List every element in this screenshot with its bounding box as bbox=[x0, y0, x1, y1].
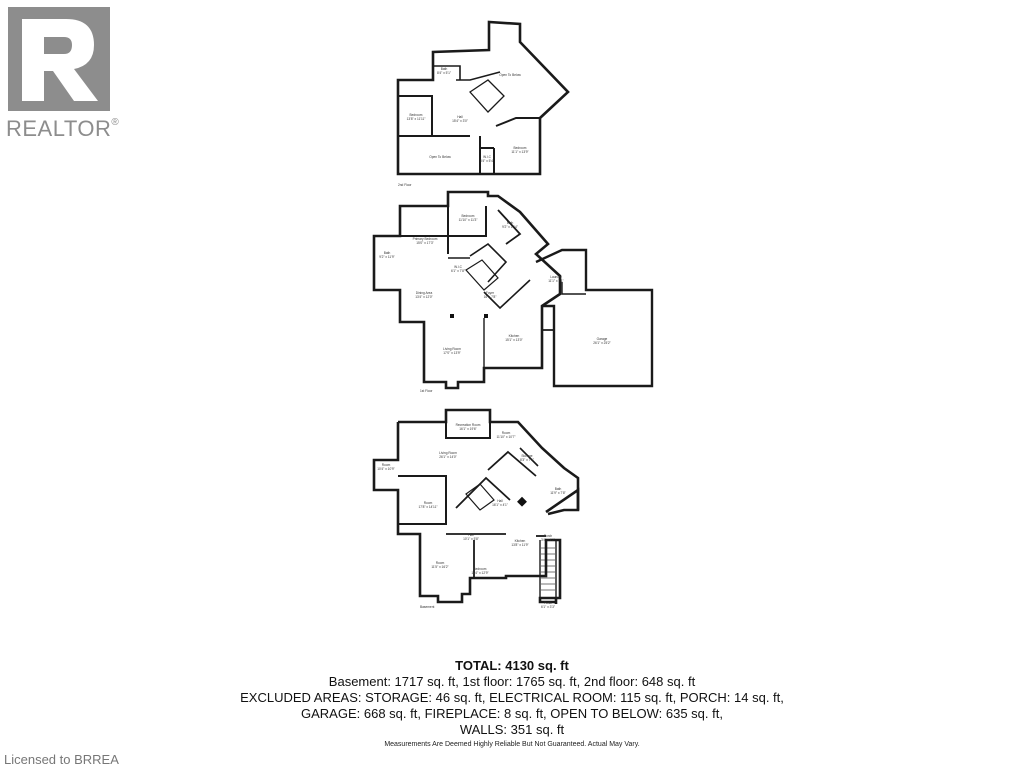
room-label: Living Room bbox=[443, 347, 461, 351]
room-label: Bedroom bbox=[462, 214, 475, 218]
room-label: Room bbox=[436, 561, 445, 565]
room-label: Bath bbox=[555, 487, 562, 491]
room-label: Room bbox=[424, 501, 433, 505]
realtor-logo: REALTOR® bbox=[6, 7, 122, 140]
room-dim: 5'4" x 5'4" bbox=[480, 159, 494, 163]
room-label: Room bbox=[382, 463, 391, 467]
room-dim: 6'1" x 3'3" bbox=[541, 605, 555, 609]
room-dim: 9'2" x 11'9" bbox=[379, 255, 394, 259]
room-dim: 13'8" x 11'9" bbox=[511, 543, 528, 547]
room-dim: 16'1" x 19'6" bbox=[459, 427, 476, 431]
room-label: Kitchen bbox=[509, 334, 520, 338]
total-area: TOTAL: 4130 sq. ft bbox=[455, 658, 569, 673]
wordmark-text: REALTOR bbox=[6, 116, 112, 141]
room-dim: 13'4" x 12'0" bbox=[415, 295, 432, 299]
room-dim: 8'4" x 5'1" bbox=[437, 71, 451, 75]
room-labels-second: Open To Below Bath 8'4" x 5'1" Bedroom 1… bbox=[407, 67, 529, 163]
room-label: Open To Below bbox=[429, 155, 451, 159]
room-label: Hall bbox=[497, 499, 503, 503]
room-label: Room bbox=[502, 431, 511, 435]
basement-label: Basement bbox=[420, 605, 434, 609]
room-label: Hall bbox=[457, 115, 463, 119]
room-dim: 9'2" x 10'4" bbox=[502, 225, 518, 229]
room-dim: 15'4" x 3'0" bbox=[452, 119, 468, 123]
room-dim: 15'1" x 13'0" bbox=[505, 338, 522, 342]
room-dim: 11'10" x 11'3" bbox=[459, 218, 478, 222]
room-label: Kitchen bbox=[515, 539, 526, 543]
room-label: Storage bbox=[521, 454, 532, 458]
room-dim: 11'10" x 10'7" bbox=[496, 435, 515, 439]
plan-first-floor bbox=[372, 190, 654, 390]
room-dim: 11'4" x 12'9" bbox=[471, 571, 488, 575]
room-label: Foyer bbox=[486, 291, 495, 295]
room-label: Recreation Room bbox=[456, 423, 481, 427]
room-labels-first: Bedroom 11'10" x 11'3" Bath 9'2" x 10'4"… bbox=[379, 214, 610, 355]
room-dim: 16' x 7'8" bbox=[484, 295, 497, 299]
second-floor-label: 2nd Floor bbox=[398, 183, 412, 187]
room-label: W.I.C bbox=[483, 155, 491, 159]
room-label: Bedroom bbox=[410, 113, 423, 117]
excluded-areas-2: GARAGE: 668 sq. ft, FIREPLACE: 8 sq. ft,… bbox=[301, 706, 723, 721]
room-label: Living Room bbox=[439, 451, 457, 455]
measurement-disclaimer: Measurements Are Deemed Highly Reliable … bbox=[384, 741, 640, 748]
realtor-r-mark bbox=[8, 7, 110, 111]
room-dim: 26'1" x 25'2" bbox=[593, 341, 610, 345]
room-dim: 13'8" x 11'11" bbox=[407, 117, 426, 121]
room-labels-basement: Recreation Room 16'1" x 19'6" Room 11'10… bbox=[377, 423, 565, 609]
realtor-wordmark: REALTOR® bbox=[6, 118, 119, 140]
room-label: Bedroom bbox=[514, 146, 527, 150]
room-label: W.I.C bbox=[454, 265, 462, 269]
room-dim: 10'4" x 10'9" bbox=[377, 467, 394, 471]
basement-stairs bbox=[541, 547, 555, 591]
room-dim: 3'4" x 4'2" bbox=[541, 538, 555, 542]
plan-basement bbox=[372, 408, 580, 604]
registered-mark: ® bbox=[111, 117, 120, 128]
room-dim: 11'1" x 13'9" bbox=[511, 150, 528, 154]
room-label: Dining Area bbox=[416, 291, 433, 295]
first-floor-label: 1st Floor bbox=[420, 389, 433, 393]
room-label: Bath bbox=[384, 251, 391, 255]
room-dim: 11'9" x 7'8" bbox=[550, 491, 565, 495]
room-dim: 11'5" x 16'2" bbox=[431, 565, 448, 569]
room-dim: 6'1" x 7'8" bbox=[451, 269, 465, 273]
room-dim: 17'8" x 14'11" bbox=[418, 505, 437, 509]
room-label: Bath bbox=[441, 67, 448, 71]
floor-areas: Basement: 1717 sq. ft, 1st floor: 1765 s… bbox=[328, 674, 696, 689]
room-dim: 15'0" x 17'3" bbox=[416, 241, 433, 245]
room-dim: 16'1" x 4'1" bbox=[492, 503, 508, 507]
excluded-areas-1: EXCLUDED AREAS: STORAGE: 46 sq. ft, ELEC… bbox=[240, 690, 784, 705]
room-dim: 8'3" x 7'1" bbox=[520, 458, 534, 462]
room-label: Open To Below bbox=[499, 73, 521, 77]
room-dim: 26'1" x 14'0" bbox=[439, 455, 456, 459]
area-summary: TOTAL: 4130 sq. ft Basement: 1717 sq. ft… bbox=[0, 658, 1024, 738]
room-label: Primary Bedroom bbox=[413, 237, 438, 241]
room-label: Porch bbox=[544, 534, 553, 538]
r-letter-icon bbox=[22, 19, 98, 101]
license-text: Licensed to BRREA bbox=[4, 752, 119, 767]
floor-plans: 2nd Floor 1st Floor bbox=[372, 20, 654, 609]
room-dim: 17'0" x 13'9" bbox=[443, 351, 460, 355]
room-label: Hall bbox=[468, 533, 474, 537]
room-label: Bath bbox=[507, 221, 514, 225]
room-dim: 10'1" x 5'8" bbox=[463, 537, 479, 541]
room-label: Bedroom bbox=[474, 567, 487, 571]
plan-second-floor bbox=[396, 20, 570, 176]
walls-area: WALLS: 351 sq. ft bbox=[459, 722, 565, 737]
room-label: Porch bbox=[544, 601, 553, 605]
room-dim: 11'1" x 7'1" bbox=[548, 279, 563, 283]
room-label: Laundry bbox=[550, 275, 562, 279]
room-label: Garage bbox=[597, 337, 608, 341]
